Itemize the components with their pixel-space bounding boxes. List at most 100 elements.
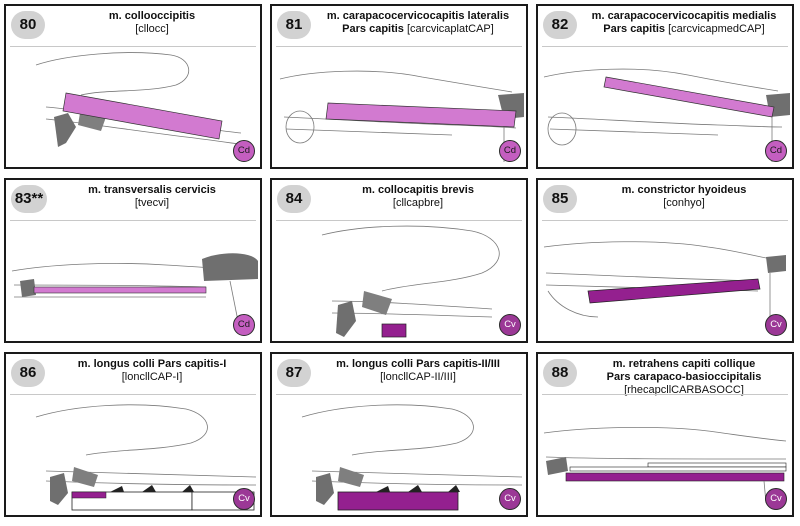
bone-shape: [547, 290, 599, 318]
view-label-badge: Cv: [499, 314, 521, 336]
muscle-abbreviation: [carcvicaplatCAP]: [407, 23, 494, 35]
muscle-abbreviation: [conhyo]: [663, 197, 705, 209]
skull-neck-illustration: [538, 47, 792, 167]
illustration-svg: [11, 253, 258, 322]
muscle-abbreviation: [cllcapbre]: [392, 197, 444, 209]
illustration-svg: [543, 241, 786, 329]
vertebral-column-lower: [331, 312, 493, 318]
muscle-bar: [33, 286, 207, 294]
tendon-marker: [376, 486, 390, 492]
panel-85: 85 m. constrictor hyoideus [conhyo] Cv: [536, 178, 794, 343]
panel-number-badge: 82: [543, 11, 577, 39]
header-divider: [276, 394, 522, 395]
illustration-svg: [301, 404, 523, 511]
muscle-abbreviation: [tvecvi]: [134, 197, 170, 209]
muscle-name: m. transversalis cervicis: [88, 184, 216, 196]
header-divider: [276, 46, 522, 47]
skull-outline: [301, 404, 474, 456]
panel-80: 80 m. collooccipitis [cllocc] Cd: [4, 4, 262, 169]
skull-neck-illustration: [272, 395, 526, 515]
panel-number-badge: 86: [11, 359, 45, 387]
tendon-marker: [408, 485, 422, 492]
muscle-bar: [565, 472, 785, 482]
panel-number-badge: 84: [277, 185, 311, 213]
view-label-badge: Cd: [233, 314, 255, 336]
panel-number-badge: 88: [543, 359, 577, 387]
skull-outline: [35, 52, 189, 96]
view-label-badge: Cv: [233, 488, 255, 510]
carapace-plate: [569, 466, 787, 472]
vertebral-column-lower: [45, 118, 247, 146]
bone-shape: [336, 301, 356, 337]
illustration-svg: [321, 225, 500, 338]
panel-number-badge: 81: [277, 11, 311, 39]
view-label-badge: Cd: [233, 140, 255, 162]
muscle-name: m. collocapitis brevis: [362, 184, 474, 196]
bone-shape: [546, 457, 568, 475]
illustration-svg: [35, 404, 257, 511]
tendon-marker: [182, 485, 194, 492]
bone-shape: [50, 473, 68, 505]
bone-shape: [20, 279, 36, 297]
vertebral-column-lower: [285, 128, 453, 136]
skull-neck-illustration: [6, 221, 260, 341]
header-divider: [542, 46, 788, 47]
muscle-name: m. retrahens capiti collique: [612, 358, 756, 370]
skull-outline: [543, 426, 787, 442]
muscle-bar: [587, 278, 761, 304]
bone-shape: [202, 253, 258, 281]
illustration-svg: [35, 52, 247, 147]
header-divider: [542, 394, 788, 395]
panel-88: 88 m. retrahens capiti collique Pars car…: [536, 352, 794, 517]
panel-number-badge: 85: [543, 185, 577, 213]
vertebral-column: [545, 456, 787, 460]
skull-neck-illustration: [538, 395, 792, 515]
panel-title: m. longus colli Pars capitis-I [loncllCA…: [50, 358, 254, 384]
panel-title: m. collooccipitis [cllocc]: [50, 10, 254, 36]
bone-shape: [362, 291, 392, 315]
panel-number-badge: 83**: [11, 185, 47, 213]
illustration-svg: [543, 426, 787, 504]
skull-neck-illustration: [6, 395, 260, 515]
muscle-bar: [603, 76, 775, 118]
muscle-name: m. carapacocervicocapitis lateralis: [326, 10, 510, 22]
panel-82: 82 m. carapacocervicocapitis medialis Pa…: [536, 4, 794, 169]
bone-shape: [54, 113, 76, 147]
bone-shape: [72, 467, 98, 487]
bone-shape: [285, 110, 315, 144]
muscle-bar: [381, 323, 407, 338]
tendon-marker: [448, 485, 460, 492]
header-divider: [10, 46, 256, 47]
skull-neck-illustration: [6, 47, 260, 167]
muscle-name: m. collooccipitis: [108, 10, 196, 22]
bone-shape: [316, 473, 334, 505]
skull-neck-illustration: [272, 221, 526, 341]
panel-number-badge: 87: [277, 359, 311, 387]
header-divider: [10, 220, 256, 221]
header-divider: [542, 220, 788, 221]
vertebral-column: [331, 300, 493, 310]
muscle-abbreviation: [carcvicapmedCAP]: [668, 23, 765, 35]
skull-outline: [279, 70, 513, 93]
vertebral-column-lower: [549, 128, 719, 136]
muscle-bar: [71, 491, 107, 499]
panel-title: m. constrictor hyoideus [conhyo]: [582, 184, 786, 210]
vertebral-column: [283, 116, 517, 129]
muscle-name: m. longus colli Pars capitis-II/III: [336, 358, 500, 370]
panel-title: m. carapacocervicocapitis medialis Pars …: [582, 10, 786, 36]
panel-81: 81 m. carapacocervicocapitis lateralis P…: [270, 4, 528, 169]
skull-outline: [543, 68, 779, 92]
bone-shape: [338, 467, 364, 487]
tendon-marker: [110, 486, 124, 492]
illustration-svg: [543, 68, 790, 162]
view-label-badge: Cd: [499, 140, 521, 162]
muscle-pars: Pars capitis: [342, 23, 404, 35]
panel-number-badge: 80: [11, 11, 45, 39]
skull-outline: [543, 241, 783, 262]
carapace-line: [229, 280, 239, 322]
panel-title: m. carapacocervicocapitis lateralis Pars…: [316, 10, 520, 36]
panel-title: m. transversalis cervicis [tvecvi]: [50, 184, 254, 210]
skull-outline: [35, 404, 208, 456]
header-divider: [276, 220, 522, 221]
vertebral-column: [547, 116, 783, 128]
